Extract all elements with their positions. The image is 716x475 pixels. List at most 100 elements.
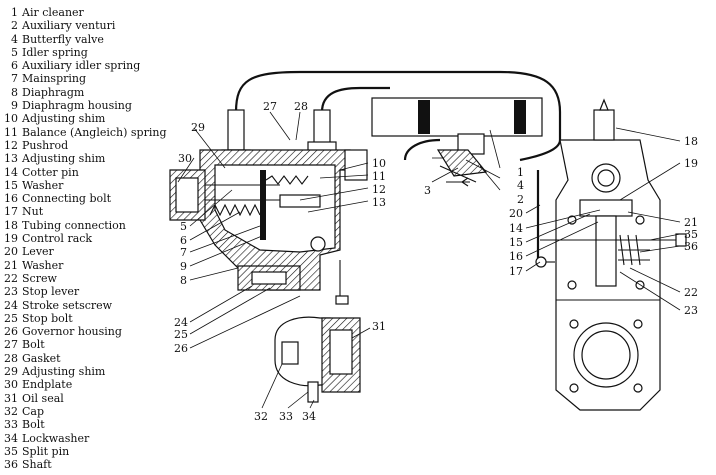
callout-19: 19: [684, 157, 698, 170]
legend-label: Oil seal: [22, 391, 64, 405]
legend-label: Diaphragm: [22, 85, 85, 99]
air-tubing: [234, 70, 562, 162]
legend-item: 27 Bolt: [0, 338, 167, 351]
legend-label: Control rack: [22, 232, 93, 246]
callout-17: 17: [509, 265, 523, 278]
legend-label: Stop bolt: [22, 311, 73, 325]
legend-number: 22: [4, 271, 18, 285]
callout-22: 22: [684, 286, 698, 299]
legend-number: 9: [11, 99, 18, 113]
callout-5: 5: [180, 220, 187, 233]
callout-34: 34: [302, 410, 316, 423]
callout-3: 3: [424, 184, 431, 197]
pump-end-view: [535, 98, 687, 411]
leader-lines: [177, 111, 681, 409]
legend-item: 36 Shaft: [0, 458, 167, 471]
callout-25: 25: [174, 328, 188, 341]
legend-label: Lockwasher: [22, 431, 90, 445]
legend-number: 7: [11, 72, 18, 86]
callout-2: 2: [517, 193, 524, 206]
callout-35: 35: [684, 228, 698, 241]
callout-30: 30: [178, 152, 192, 165]
legend-label: Bolt: [22, 338, 45, 352]
governor-assembly: [169, 109, 368, 403]
legend-number: 4: [11, 32, 18, 46]
legend-item: 24 Stroke setscrew: [0, 299, 167, 312]
callout-11: 11: [372, 170, 386, 183]
legend-label: Air cleaner: [22, 6, 84, 19]
callout-9: 9: [180, 260, 187, 273]
callout-27: 27: [263, 100, 277, 113]
callout-6: 6: [180, 234, 187, 247]
legend-item: 10 Adjusting shim: [0, 112, 167, 125]
callout-32: 32: [254, 410, 268, 423]
legend-label: Nut: [22, 205, 44, 219]
legend-number: 25: [4, 311, 18, 325]
legend-label: Auxiliary venturi: [22, 19, 116, 33]
air-cleaner-housing: [371, 97, 543, 191]
callout-13: 13: [372, 196, 386, 209]
callout-31: 31: [372, 320, 386, 333]
legend-label: Shaft: [22, 458, 52, 472]
legend-item: 29 Adjusting shim: [0, 365, 167, 378]
legend-number: 6: [11, 59, 18, 73]
legend-label: Stop lever: [22, 285, 80, 299]
legend-number: 33: [4, 418, 18, 432]
legend-label: Stroke setscrew: [22, 298, 113, 312]
callout-28: 28: [294, 100, 308, 113]
legend-item: 2 Auxiliary venturi: [0, 19, 167, 32]
callout-labels: 1 4 2 3 27 28 29 30 10 11 12 13 5 6 7 9 …: [174, 100, 698, 423]
callout-15: 15: [509, 236, 523, 249]
callout-18: 18: [684, 135, 698, 148]
legend-label: Screw: [22, 271, 57, 285]
legend-number: 2: [11, 19, 18, 33]
legend-item: 25 Stop bolt: [0, 312, 167, 325]
legend-label: Cap: [22, 404, 45, 418]
legend-label: Adjusting shim: [22, 112, 106, 126]
callout-23: 23: [684, 304, 698, 317]
callout-4: 4: [517, 179, 524, 192]
legend-item: 11 Balance (Angleich) spring: [0, 126, 167, 139]
callout-7: 7: [180, 246, 187, 259]
legend-label: Pushrod: [22, 138, 69, 152]
callout-14: 14: [509, 222, 523, 235]
legend-number: 36: [4, 458, 18, 472]
legend-number: 11: [4, 125, 18, 139]
legend-label: Split pin: [22, 444, 70, 458]
legend-number: 29: [4, 365, 18, 379]
legend-number: 35: [4, 444, 18, 458]
legend-number: 27: [4, 338, 18, 352]
legend-number: 5: [11, 45, 18, 59]
legend-label: Adjusting shim: [22, 365, 106, 379]
legend-number: 10: [4, 112, 18, 126]
legend-item: 22 Screw: [0, 272, 167, 285]
legend-label: Lever: [22, 245, 54, 259]
legend-label: Idler spring: [22, 45, 88, 59]
legend-number: 12: [4, 138, 18, 152]
callout-16: 16: [509, 250, 523, 263]
legend-number: 24: [4, 298, 18, 312]
legend-number: 18: [4, 218, 18, 232]
callout-36: 36: [684, 240, 698, 253]
legend-label: Balance (Angleich) spring: [22, 125, 167, 139]
legend-item: 7 Mainspring: [0, 72, 167, 85]
legend-label: Mainspring: [22, 72, 87, 86]
legend-label: Washer: [22, 178, 64, 192]
legend-item: 35 Split pin: [0, 445, 167, 458]
legend-label: Endplate: [22, 378, 73, 392]
